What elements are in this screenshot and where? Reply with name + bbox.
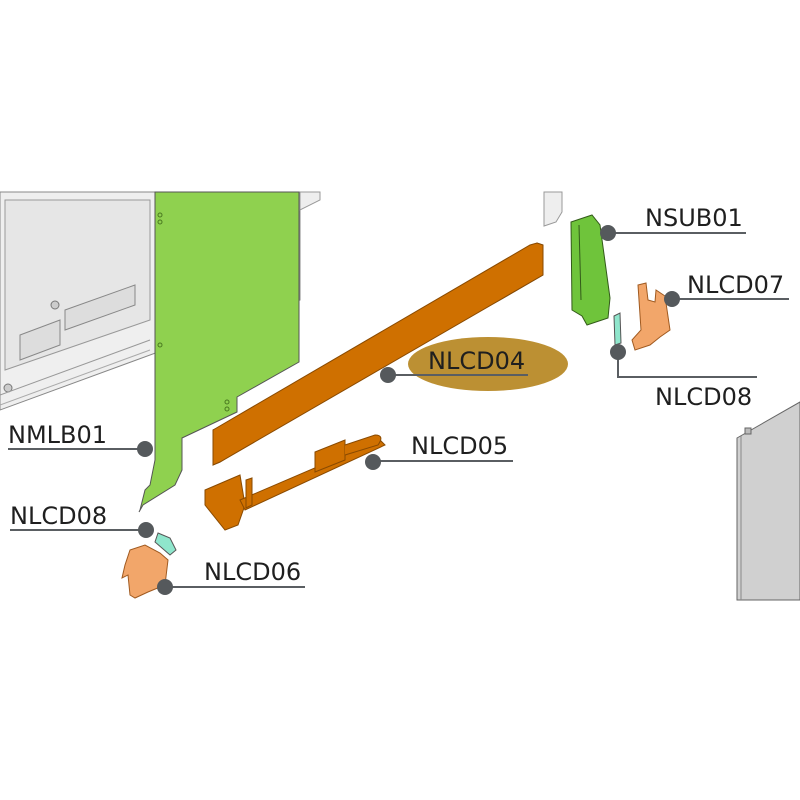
callout-nsub01[interactable]: NSUB01 [600,204,746,241]
callout-nlcd08-left[interactable]: NLCD08 [10,502,154,538]
callout-nlcd04[interactable]: NLCD04 [380,347,528,383]
insulator-right [613,312,622,346]
callout-dot [137,441,153,457]
insulator-left [154,532,177,556]
label-nlcd06[interactable]: NLCD06 [204,558,301,586]
callout-dot [380,367,396,383]
bracket-nlcd06 [121,544,169,599]
callout-dot [365,454,381,470]
label-nlcd08-left[interactable]: NLCD08 [10,502,107,530]
callout-dot [600,225,616,241]
callout-dot [157,579,173,595]
main-board-holes [157,212,230,412]
label-nlcd08-right[interactable]: NLCD08 [655,383,752,411]
callout-dot [664,291,680,307]
label-nsub01[interactable]: NSUB01 [645,204,743,232]
label-nlcd05[interactable]: NLCD05 [411,432,508,460]
callout-nlcd08-right[interactable]: NLCD08 [610,344,757,411]
label-nmlb01[interactable]: NMLB01 [8,421,107,449]
callout-dot [610,344,626,360]
bracket-nlcd07 [631,282,671,351]
callout-nlcd05[interactable]: NLCD05 [365,432,513,470]
callout-nlcd06[interactable]: NLCD06 [157,558,305,595]
label-nlcd04[interactable]: NLCD04 [428,347,525,375]
main-board [138,191,300,513]
display-panel [736,401,800,601]
callout-nlcd07[interactable]: NLCD07 [664,271,789,307]
flex-cable-nlcd05 [204,434,386,531]
sub-bracket [543,191,563,227]
highlight-nlcd04 [408,337,568,391]
label-nlcd07[interactable]: NLCD07 [687,271,784,299]
flex-cable-body [212,242,544,466]
callout-nmlb01[interactable]: NMLB01 [8,421,153,457]
callout-dot [138,522,154,538]
